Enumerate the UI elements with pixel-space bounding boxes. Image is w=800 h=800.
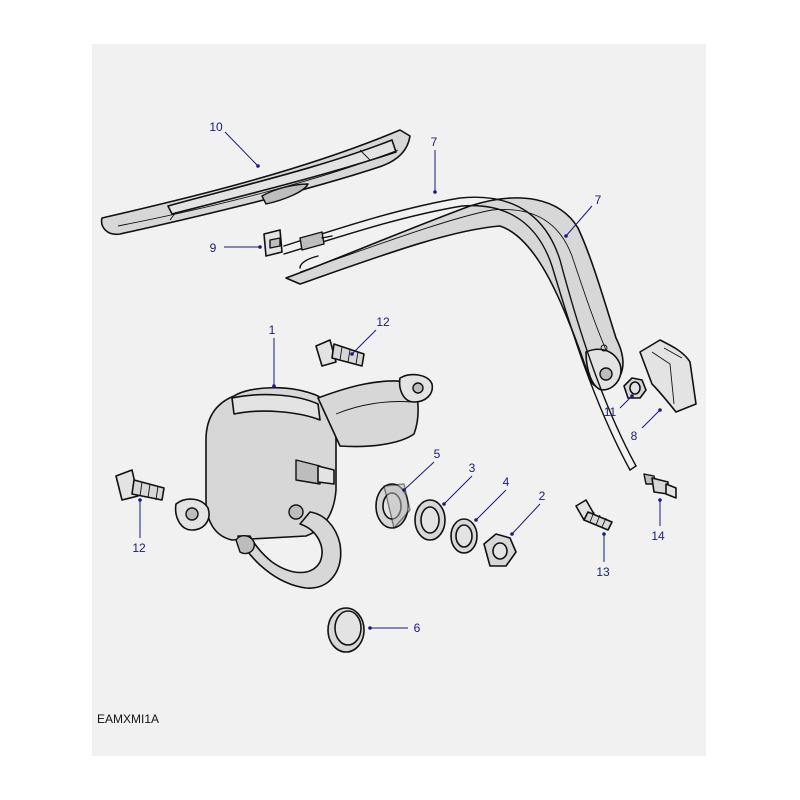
callout-12-upper: 12 [376, 315, 390, 329]
callout-7-hose: 7 [431, 135, 438, 149]
callout-1: 1 [269, 323, 276, 337]
callout-12-lower: 12 [132, 541, 146, 555]
callout-9: 8 [631, 429, 638, 443]
spring-pin-part-13 [575, 499, 613, 531]
callout-2: 2 [539, 489, 546, 503]
washer-hose-part-7 [283, 196, 637, 471]
washer-part-4 [450, 518, 478, 554]
callout-7-arm: 7 [595, 193, 602, 207]
cap-part-6 [327, 607, 365, 653]
callout-10: 11 [604, 405, 617, 419]
callout-3: 3 [469, 461, 476, 475]
bolt-part-12-lower [115, 469, 165, 501]
wiper-blade-part-8 [100, 129, 411, 236]
nut-part-2 [483, 533, 517, 567]
callout-labels: 10 7 7 9 1 12 11 8 5 3 4 2 12 13 14 6 [132, 120, 665, 635]
wiper-motor-part-1 [174, 373, 434, 589]
arm-cover-part-9 [639, 339, 697, 413]
jet-connector-part-14 [643, 473, 677, 499]
seal-part-5 [375, 483, 411, 529]
diagram-reference-code: EAMXMI1A [97, 712, 160, 726]
callout-4: 4 [503, 475, 510, 489]
hose-clip-part-11 [263, 229, 283, 257]
callout-leaders [138, 131, 662, 630]
washer-part-3 [414, 499, 446, 541]
bolt-part-12-upper [315, 339, 365, 367]
callout-11: 9 [210, 241, 217, 255]
callout-13: 13 [596, 565, 610, 579]
callout-5: 5 [434, 447, 441, 461]
callout-8: 10 [209, 120, 223, 134]
callout-14: 14 [651, 529, 665, 543]
callout-6: 6 [414, 621, 421, 635]
nut-part-10 [623, 377, 647, 399]
